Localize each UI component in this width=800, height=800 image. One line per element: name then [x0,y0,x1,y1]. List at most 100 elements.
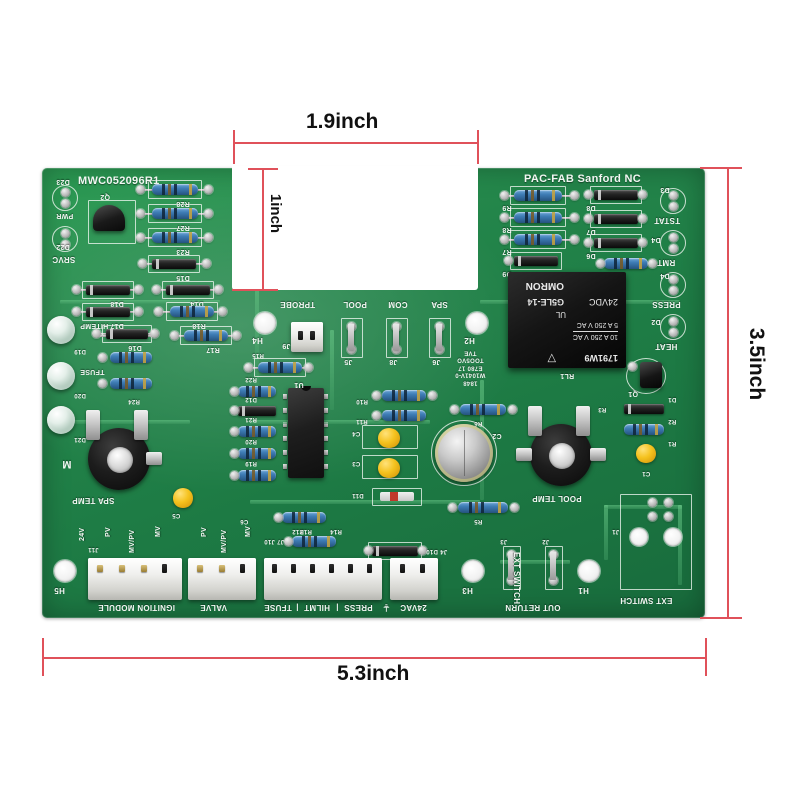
silk-outline-j6 [429,318,451,358]
solder-pad [134,285,143,294]
silk-label-h3: H3 [462,586,473,595]
resistor-r13 [292,536,336,547]
solder-pad [202,259,211,268]
solder-pad [136,185,145,194]
pin-label-mv-2: MV [245,525,252,537]
resistor-top-right [604,258,648,269]
tm-line4: W1041V-0 [455,372,486,378]
silk-label-d15: D15 [176,274,190,281]
silk-divider-2: | [336,603,339,612]
silk-ring-rmt [660,230,686,256]
mounting-hole-h1 [578,560,600,582]
pin-label-pv-1: PV [105,527,112,537]
solder-pad [61,240,70,249]
diode-d7 [594,214,638,224]
silk-label-r1: R1 [668,440,677,446]
silk-label-d21: D21 [74,436,86,442]
silk-label-h1: H1 [578,586,589,595]
tm-line5: 1848 [462,379,478,386]
pin-label-mvpv-1: MV/PV [129,529,136,553]
silk-outline-d11 [372,488,422,506]
mounting-hole-h3 [462,560,484,582]
silk-label-d7: D7 [586,228,596,235]
solder-pad [669,244,678,253]
silk-label-r18: R18 [192,322,206,329]
connector-ignition-module[interactable] [88,558,182,600]
silk-label-j11: J11 [88,546,99,552]
connector-valve[interactable] [188,558,256,600]
solder-pad [61,188,70,197]
pot-adjust-screw-pool[interactable] [549,443,575,469]
connector-j9-tprobe[interactable] [291,322,323,352]
resistor-r18 [170,306,214,317]
solder-pad [61,229,70,238]
solder-pad [364,546,373,555]
silk-label-r5: R5 [474,518,483,524]
silk-label-j1: J1 [612,528,620,534]
silk-label-d19: D19 [74,348,86,354]
solder-pad [584,214,593,223]
jumper-j2[interactable] [550,552,556,580]
solder-pad [638,190,647,199]
silk-outline-j5 [341,318,363,358]
dim-tick-top-right [477,130,479,164]
resistor-r6 [460,404,506,415]
relay-cert-mark: UL [555,310,566,319]
transformer-marking: 1848 W1041V-0 E780 17 TOO5VO TVE [455,348,485,386]
silk-label-r28: R28 [176,200,190,207]
silk-outline-r28 [148,180,202,199]
relay-rating-2: 5 A 250 V AC [576,321,618,328]
dim-tick-bottom-left [42,638,44,676]
silk-label-j7-j10: J7 J10 [264,538,285,544]
resistor-left-1 [110,352,152,363]
diode-d14 [166,285,210,295]
silk-label-d6: D6 [586,252,596,259]
integrated-circuit-u1 [288,386,324,478]
silk-label-c3: C3 [352,460,361,466]
silk-label-valve: VALVE [200,603,227,612]
silk-label-j5: J5 [344,358,353,365]
pot-adjust-screw-spa[interactable] [107,447,133,473]
resistor-r12 [282,512,326,523]
jumper-j6[interactable] [436,324,442,350]
solder-pad [664,498,673,507]
solder-pad [274,513,283,522]
resistor-r28 [152,184,198,195]
connector-24vac[interactable] [390,558,438,600]
silk-label-c2: C2 [492,432,502,439]
solder-pad [500,213,509,222]
pcb-trace [500,560,570,564]
solder-pad [204,233,213,242]
capacitor-c4 [378,428,400,448]
solder-pad [448,503,457,512]
silk-label-ignition-module: IGNITION MODULE [98,603,175,612]
tm-line3: E780 17 [457,364,483,371]
resistor-r23 [152,232,198,243]
mounting-hole-h2 [466,312,488,334]
solder-pad [136,233,145,242]
silk-label-hilmt: HILMT [304,603,330,612]
solder-pad [230,387,239,396]
jumper-j5[interactable] [348,324,354,350]
solder-pad [232,331,241,340]
solder-pad [549,576,558,585]
resistor-r20 [238,448,276,459]
resistor-r7 [514,234,562,245]
silk-ring-d23 [52,185,78,211]
connector-tfuse-hilmt-press[interactable] [264,558,382,600]
solder-pad [150,329,159,338]
solder-pad [669,202,678,211]
silk-label-tprobe: TPROBE [280,300,316,309]
relay-rl1 [508,272,626,368]
pin-label-pv-2: PV [201,527,208,537]
pcb-trace [60,420,190,424]
dim-label-notch-height: 1inch [267,189,285,238]
jumper-j8[interactable] [393,324,399,350]
solder-pad [500,191,509,200]
solder-pad [638,214,647,223]
jumper-j3[interactable] [508,552,514,580]
tm-line1: TVE [463,349,477,356]
silk-outline-d17 [82,303,134,321]
solder-pad [214,285,223,294]
silk-label-ext-switch-vertical: EXT SWITCH [512,552,521,605]
